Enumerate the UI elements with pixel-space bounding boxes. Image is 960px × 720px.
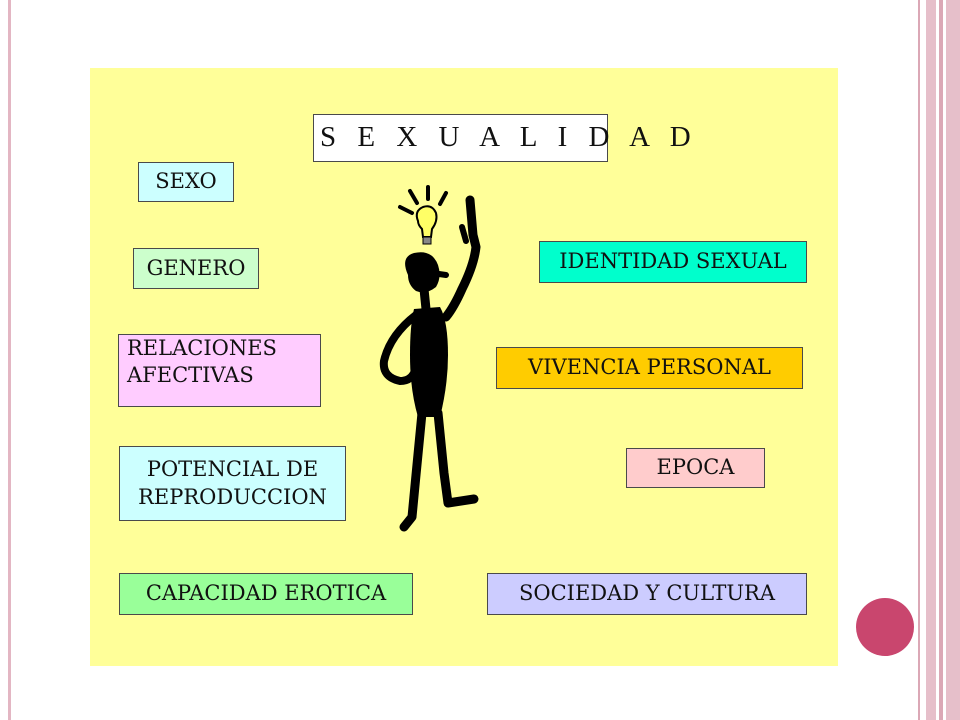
slide-frame-right — [916, 0, 960, 720]
concept-line: RELACIONES — [127, 336, 277, 360]
diagram-title: S E X U A L I D A D — [313, 114, 691, 162]
concept-line: REPRODUCCION — [138, 484, 327, 509]
concept-box-capacidad-erotica: CAPACIDAD EROTICA — [119, 573, 413, 615]
concept-box-epoca: EPOCA — [626, 448, 765, 488]
concept-box-genero: GENERO — [133, 248, 259, 289]
concept-line: POTENCIAL DE — [146, 457, 319, 482]
accent-dot — [856, 598, 914, 656]
slide-frame-left — [8, 0, 11, 720]
concept-box-sexo: SEXO — [138, 162, 234, 202]
idea-rays — [398, 185, 448, 215]
concept-box-potencial-reproduccion: POTENCIAL DE REPRODUCCION — [119, 446, 346, 521]
concept-box-identidad-sexual: IDENTIDAD SEXUAL — [539, 241, 807, 283]
light-bulb-icon — [415, 205, 438, 245]
concept-line: AFECTIVAS — [127, 363, 254, 388]
concept-box-relaciones-afectivas: RELACIONES AFECTIVAS — [118, 334, 321, 407]
stick-figure-thinking-icon — [379, 185, 481, 532]
concept-box-sociedad-cultura: SOCIEDAD Y CULTURA — [487, 573, 807, 615]
concept-box-vivencia-personal: VIVENCIA PERSONAL — [496, 347, 803, 389]
